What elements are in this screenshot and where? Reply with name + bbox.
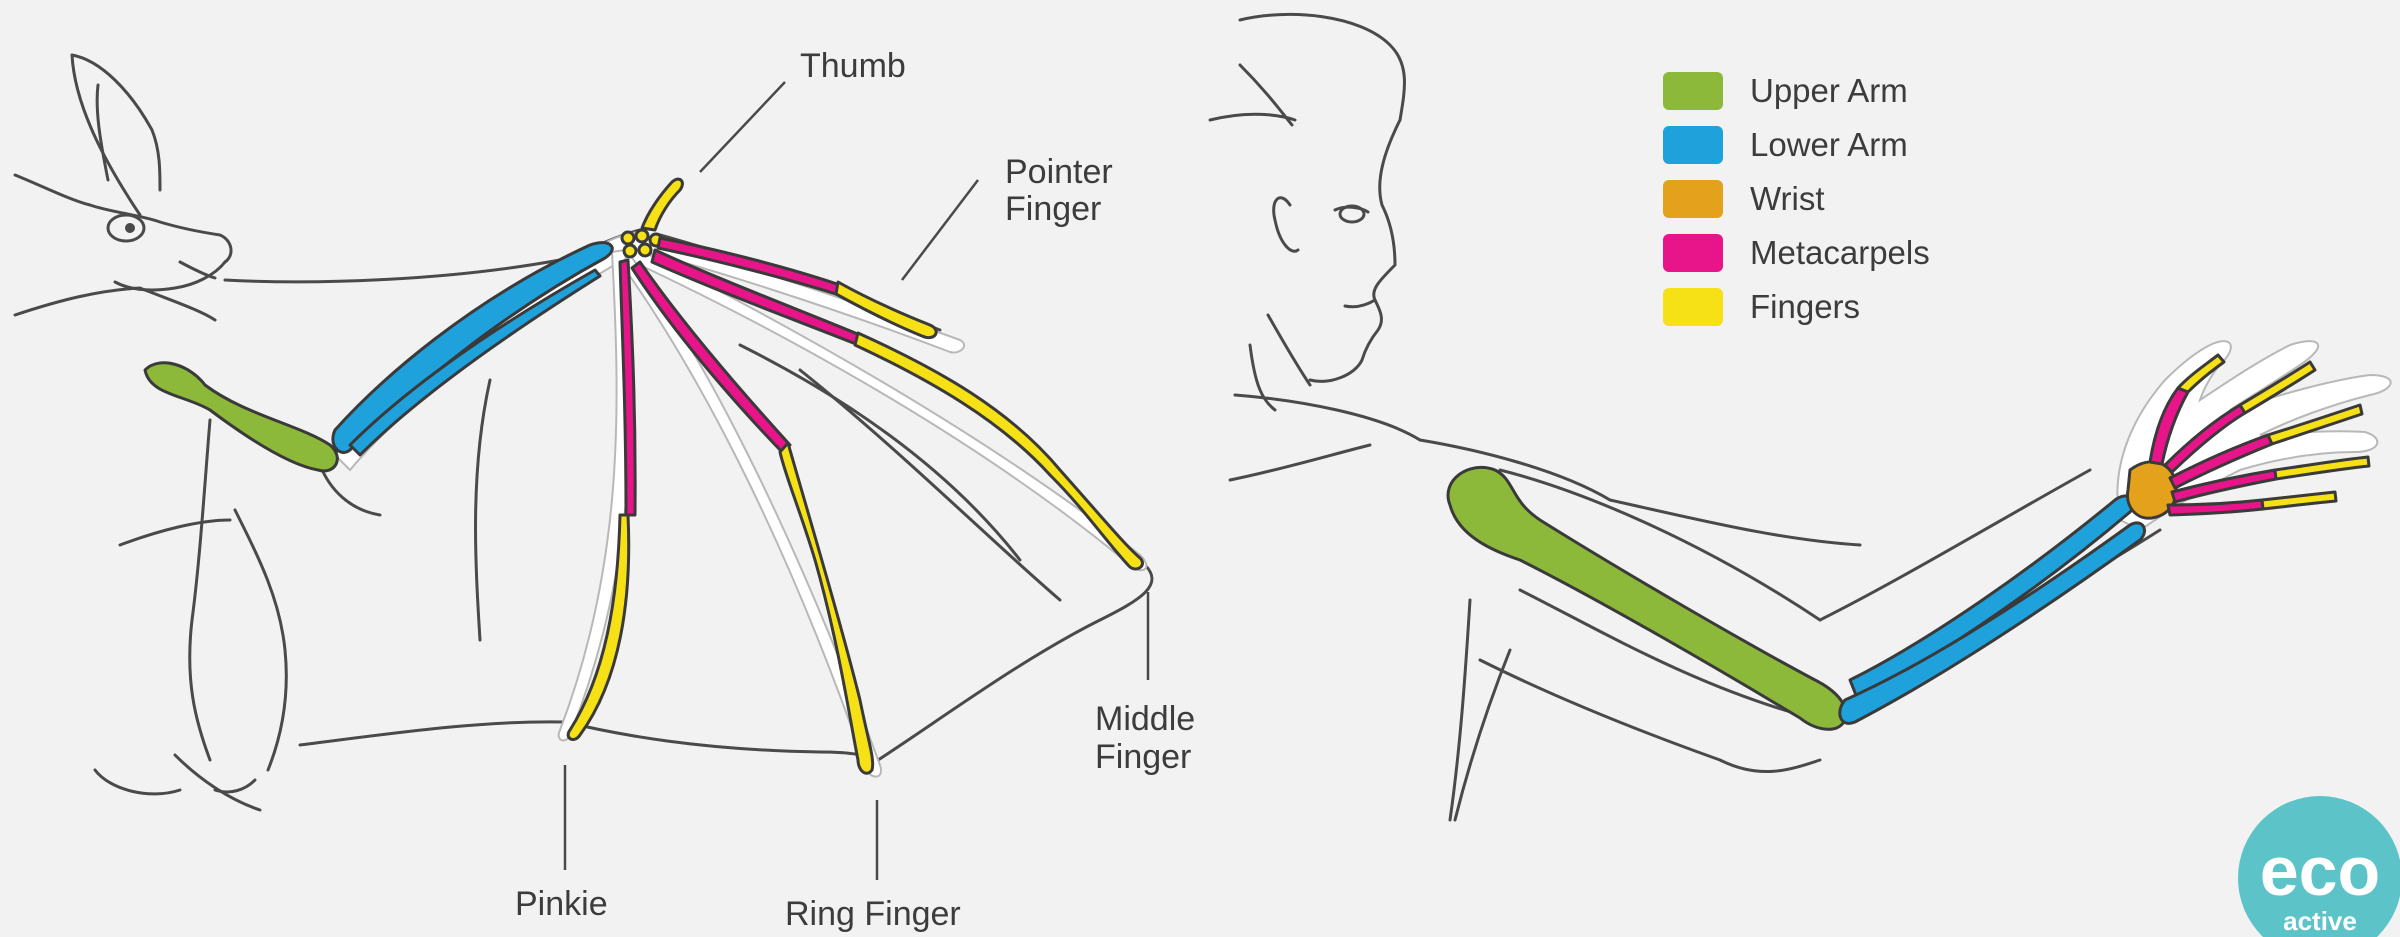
label-pointer-line2: Finger [1005,190,1101,228]
bat-ring-finger [780,443,873,773]
legend-label-upper-arm: Upper Arm [1750,72,1908,109]
legend-label-wrist: Wrist [1750,180,1825,217]
human-finger-pinkie [2262,492,2336,509]
label-thumb: Thumb [800,47,906,85]
bat-thumb-bone [642,179,682,230]
bat-figure: Thumb Pointer Finger Middle Finger Pinki… [15,47,1195,933]
bat-bone-halos [335,232,1146,776]
legend-swatch-metacarpels [1663,234,1723,272]
label-pointer-line1: Pointer [1005,153,1113,191]
human-ulna-bone [1840,523,2145,723]
human-finger-ring [2275,457,2369,479]
label-ring-finger: Ring Finger [785,895,961,933]
label-middle-line1: Middle [1095,700,1195,738]
human-bones [1448,355,2369,729]
legend-label-fingers: Fingers [1750,288,1860,325]
label-pinkie: Pinkie [515,885,608,923]
legend-label-metacarpels: Metacarpels [1750,234,1930,271]
label-middle-line2: Finger [1095,738,1191,776]
legend-label-lower-arm: Lower Arm [1750,126,1908,163]
legend-swatch-wrist [1663,180,1723,218]
logo-sub-text: active [2283,906,2357,936]
logo-main-text: eco [2260,832,2381,910]
eco-active-logo: eco active [2238,796,2400,937]
bat-upper-arm-bone [145,363,337,471]
legend-swatch-upper-arm [1663,72,1723,110]
bat-lower-arm-bone-inner [350,270,600,455]
legend-swatch-fingers [1663,288,1723,326]
legend-swatch-lower-arm [1663,126,1723,164]
